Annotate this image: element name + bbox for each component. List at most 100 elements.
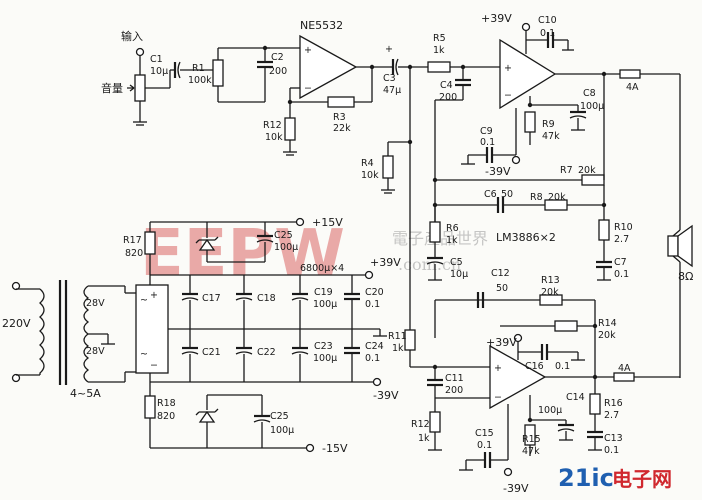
r9-value: 47k [542, 131, 560, 142]
transformer-rating-label: 4~5A [70, 387, 101, 400]
r3-label: R3 [333, 112, 346, 123]
c13-label: C13 [604, 433, 623, 444]
r3-resistor [327, 96, 355, 108]
c11-label: C11 [445, 373, 464, 384]
ac-input-label: 220V [2, 317, 31, 330]
pos15-label: +15V [312, 216, 343, 229]
eepw-watermark-site: .com.cn [398, 255, 461, 274]
r6-resistor [429, 221, 441, 243]
c8-value: 100μ [580, 101, 604, 112]
r11-label: R11 [388, 331, 407, 342]
svg-text:+: + [504, 63, 512, 74]
c10-value: 0.1 [540, 28, 555, 39]
c5-value: 10μ [450, 269, 468, 280]
top-power-amp: R5 1k C4 200 + − +39V C10 0.1 4A [410, 12, 681, 281]
r12-bottom-label: R12 [411, 419, 430, 430]
r13-resistor [539, 294, 563, 306]
speaker-label: 8Ω [678, 270, 693, 283]
r18-label: R18 [157, 398, 176, 409]
c5-label: C5 [450, 257, 463, 268]
r12-bottom-value: 1k [418, 433, 430, 444]
c9-value: 0.1 [480, 137, 495, 148]
svg-text:−: − [494, 392, 502, 403]
secondary-2-label: 28V [86, 346, 105, 357]
c12-value: 50 [496, 283, 508, 294]
c20-value: 0.1 [365, 299, 380, 310]
r14-resistor [554, 320, 578, 332]
svg-text:−: − [504, 90, 512, 101]
bridge-rectifier [135, 284, 169, 374]
c16-label: C16 [525, 361, 544, 372]
fuse-top [619, 69, 641, 79]
c7-value: 0.1 [614, 269, 629, 280]
r14-label: R14 [598, 318, 617, 329]
c25-bottom-label: C25 [270, 411, 289, 422]
logo-21ic-text: 21ic [558, 464, 614, 492]
ne5532-label: NE5532 [300, 19, 343, 32]
svg-text:−: − [150, 360, 158, 371]
c23-value: 100μ [313, 353, 337, 364]
c25-bottom-value: 100μ [270, 425, 294, 436]
r12-preamp-label: R12 [263, 120, 282, 131]
r1-value: 100k [188, 75, 212, 86]
r18-value: 820 [157, 411, 175, 422]
r5-resistor [427, 61, 451, 73]
r9-resistor [524, 111, 536, 133]
neg15-label: -15V [322, 442, 348, 455]
input-label: 输入 [121, 29, 143, 43]
r16-value: 2.7 [604, 410, 619, 421]
c16-value: 0.1 [555, 361, 570, 372]
r1-label: R1 [192, 63, 205, 74]
r8-label: R8 [530, 192, 543, 203]
r9-label: R9 [542, 119, 555, 130]
power-supply-section: 220V 28V 28V 4~5A + ~ ~ − +39V -39V [2, 216, 401, 455]
r17-value: 820 [125, 248, 143, 259]
r13-label: R13 [541, 275, 560, 286]
r17-label: R17 [123, 235, 142, 246]
svg-text:~: ~ [140, 349, 148, 360]
zener-bottom-icon [198, 410, 216, 423]
r14-value: 20k [598, 330, 616, 341]
svg-text:+: + [385, 44, 393, 55]
volume-label: 音量 [101, 81, 123, 95]
c25-top-value: 100μ [274, 242, 298, 253]
vcc-bottom-label: +39V [486, 336, 517, 349]
r10-resistor [598, 219, 610, 241]
pos39-label: +39V [370, 256, 401, 269]
c12-label: C12 [491, 268, 510, 279]
c15-value: 0.1 [477, 440, 492, 451]
filter-caps-bottom: C21 C22 C23 100μ C24 0.1 [181, 329, 384, 382]
r13-value: 20k [541, 287, 559, 298]
c1-value: 10μ [150, 66, 168, 77]
c6-value: 50 [501, 189, 513, 200]
speaker-section: 8Ω [667, 224, 693, 378]
c19-value: 100μ [313, 299, 337, 310]
r12-preamp-value: 10k [265, 132, 283, 143]
c7-label: C7 [614, 257, 627, 268]
eepw-watermark: EEPW 電子產品世界 .com.cn [140, 217, 488, 291]
bottom-power-amp: C12 50 R13 20k R14 20k R11 1k + − 4A +39… [388, 268, 680, 495]
lm3886-top-opamp [499, 38, 557, 110]
r6-label: R6 [446, 223, 459, 234]
vcc-top-label: +39V [481, 12, 512, 25]
vee-bottom-label: -39V [503, 482, 529, 495]
r5-label: R5 [433, 33, 446, 44]
neg39-label: -39V [373, 389, 399, 402]
c2-label: C2 [271, 52, 284, 63]
c17-label: C17 [202, 293, 221, 304]
svg-text:+: + [304, 45, 312, 56]
r4-resistor [382, 155, 394, 179]
input-terminal [135, 47, 145, 57]
r12-bottom-resistor [429, 411, 441, 433]
volume-potentiometer [134, 74, 146, 102]
r16-label: R16 [604, 398, 623, 409]
lm3886-label: LM3886×2 [496, 231, 556, 244]
c10-label: C10 [538, 15, 557, 26]
r7-value: 20k [578, 165, 596, 176]
svg-text:~: ~ [140, 295, 148, 306]
r10-value: 2.7 [614, 234, 629, 245]
c23-label: C23 [314, 341, 333, 352]
c24-label: C24 [365, 341, 384, 352]
c14-label: C14 [566, 392, 585, 403]
speaker-icon [667, 235, 679, 257]
